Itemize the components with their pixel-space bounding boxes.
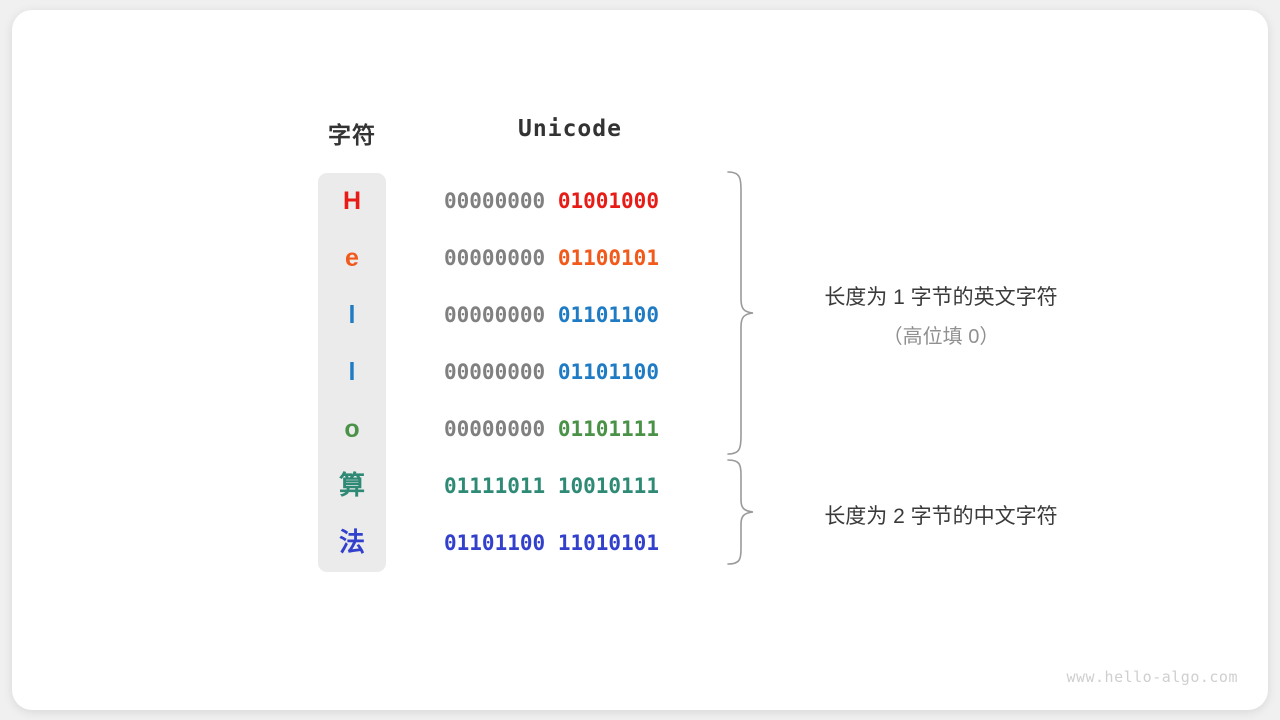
table-row: 算 01111011 10010111 [318,458,698,515]
annotation-two-byte-main: 长度为 2 字节的中文字符 [824,505,1058,528]
column-header-character: 字符 [328,122,376,148]
low-byte: 01101100 [557,303,659,327]
high-byte: 00000000 [444,246,546,270]
figure-card: 字符 Unicode H 00000000 01001000 e 0000000… [12,10,1268,710]
character-cell: H [342,187,362,215]
high-byte: 01111011 [444,474,546,498]
low-byte: 01100101 [557,246,659,270]
high-byte: 00000000 [444,417,546,441]
low-byte: 11010101 [557,531,659,555]
character-cell: l [348,301,356,329]
table-row: l 00000000 01101100 [318,287,698,344]
column-header-unicode: Unicode [518,116,622,142]
brace-one-byte-group [727,171,754,455]
unicode-bits-cell: 00000000 01101100 [444,344,698,401]
character-cell: 算 [338,471,365,501]
annotation-one-byte: 长度为 1 字节的英文字符 （高位填 0） [796,281,1086,349]
unicode-bits-cell: 01101100 11010101 [444,515,698,572]
high-byte: 00000000 [444,360,546,384]
character-cell: e [345,244,359,272]
annotation-two-byte: 长度为 2 字节的中文字符 [796,500,1086,530]
table-row: l 00000000 01101100 [318,344,698,401]
brace-two-byte-group [727,459,754,565]
unicode-bits-cell: 00000000 01101100 [444,287,698,344]
low-byte: 01101111 [557,417,659,441]
high-byte: 00000000 [444,303,546,327]
unicode-bits-cell: 00000000 01001000 [444,173,698,230]
watermark: www.hello-algo.com [1066,668,1238,686]
high-byte: 01101100 [444,531,546,555]
low-byte: 01101100 [557,360,659,384]
character-cell: l [348,358,356,386]
annotation-one-byte-sub: （高位填 0） [882,326,1000,348]
character-column-pill [318,173,386,572]
table-row: H 00000000 01001000 [318,173,698,230]
low-byte: 01001000 [557,189,659,213]
unicode-bits-cell: 00000000 01101111 [444,401,698,458]
table-row: o 00000000 01101111 [318,401,698,458]
character-cell: o [344,415,360,443]
table-row: 法 01101100 11010101 [318,515,698,572]
high-byte: 00000000 [444,189,546,213]
low-byte: 10010111 [557,474,659,498]
annotation-one-byte-main: 长度为 1 字节的英文字符 [824,286,1058,309]
character-cell: 法 [338,528,365,558]
unicode-bits-cell: 00000000 01100101 [444,230,698,287]
table-row: e 00000000 01100101 [318,230,698,287]
unicode-bits-cell: 01111011 10010111 [444,458,698,515]
